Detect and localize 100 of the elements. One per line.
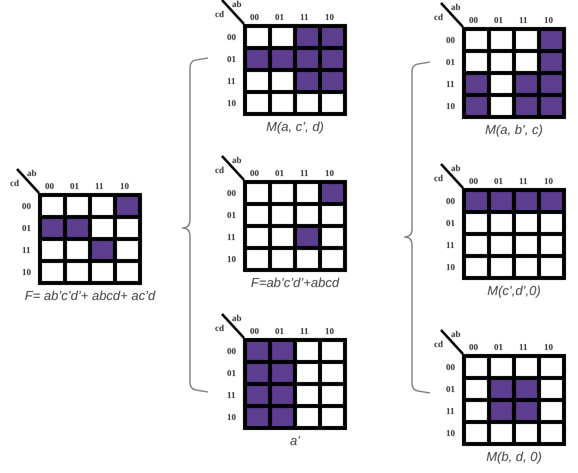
- map-cell: [117, 219, 138, 237]
- map-cell: [92, 263, 113, 281]
- map-cell: [466, 214, 487, 232]
- map-cell: [322, 228, 343, 246]
- map-cell: [42, 197, 63, 215]
- map-cell: [491, 75, 512, 93]
- map-cell: [516, 424, 537, 442]
- filled-map-cell: [247, 386, 268, 404]
- map-cell: [322, 408, 343, 426]
- map-cell: [247, 72, 268, 90]
- filled-map-cell: [491, 402, 512, 420]
- filled-map-cell: [516, 402, 537, 420]
- column-header: 11: [300, 168, 309, 178]
- map-caption: M(b, d, 0): [485, 449, 543, 465]
- map-cell: [491, 97, 512, 115]
- map-caption: F=ab’c’d’+abcd: [250, 275, 340, 291]
- map-cell: [322, 94, 343, 112]
- row-header: 01: [227, 54, 236, 64]
- map-cell: [466, 402, 487, 420]
- row-variable-label: cd: [434, 173, 443, 183]
- column-variable-label: ab: [232, 313, 242, 323]
- filled-map-cell: [516, 192, 537, 210]
- column-header: 00: [469, 176, 478, 186]
- column-header: 10: [325, 168, 334, 178]
- column-header: 01: [275, 12, 284, 22]
- column-header: 01: [70, 181, 79, 191]
- column-header: 00: [250, 168, 259, 178]
- map-cell: [466, 358, 487, 376]
- map-cell: [322, 386, 343, 404]
- map-cell: [272, 184, 293, 202]
- column-header: 01: [275, 168, 284, 178]
- row-variable-label: cd: [434, 12, 443, 22]
- map-cell: [272, 28, 293, 46]
- column-header: 10: [120, 181, 129, 191]
- map-cell: [491, 214, 512, 232]
- row-header: 11: [446, 240, 455, 250]
- map-cell: [541, 214, 562, 232]
- column-header: 00: [45, 181, 54, 191]
- map-cell: [491, 236, 512, 254]
- map-cell: [516, 214, 537, 232]
- column-header: 00: [469, 342, 478, 352]
- column-header: 01: [494, 342, 503, 352]
- column-header: 11: [300, 326, 309, 336]
- filled-map-cell: [272, 342, 293, 360]
- map-cell: [541, 402, 562, 420]
- map-cell: [92, 197, 113, 215]
- map-cell: [297, 342, 318, 360]
- column-header: 10: [544, 342, 553, 352]
- row-header: 00: [227, 188, 236, 198]
- filled-map-cell: [247, 50, 268, 68]
- filled-map-cell: [247, 364, 268, 382]
- filled-map-cell: [541, 192, 562, 210]
- map-cell: [491, 358, 512, 376]
- filled-map-cell: [541, 53, 562, 71]
- row-header: 11: [227, 76, 236, 86]
- map-cell: [516, 358, 537, 376]
- map-cell: [466, 380, 487, 398]
- row-header: 01: [446, 384, 455, 394]
- map-cell: [322, 364, 343, 382]
- column-header: 11: [519, 15, 528, 25]
- filled-map-cell: [466, 192, 487, 210]
- map-cell: [247, 94, 268, 112]
- row-header: 01: [446, 57, 455, 67]
- map-cell: [491, 53, 512, 71]
- filled-map-cell: [117, 197, 138, 215]
- row-variable-label: cd: [215, 165, 224, 175]
- row-header: 00: [446, 362, 455, 372]
- map-caption: M(a, b’, c): [484, 122, 544, 138]
- filled-map-cell: [541, 97, 562, 115]
- row-variable-label: cd: [434, 339, 443, 349]
- column-variable-label: ab: [232, 0, 242, 9]
- column-header: 10: [325, 12, 334, 22]
- map-cell: [67, 241, 88, 259]
- map-cell: [67, 263, 88, 281]
- row-header: 10: [446, 101, 455, 111]
- row-header: 11: [22, 245, 31, 255]
- filled-map-cell: [466, 97, 487, 115]
- column-variable-label: ab: [451, 2, 461, 12]
- filled-map-cell: [42, 219, 63, 237]
- map-cell: [297, 184, 318, 202]
- row-header: 00: [227, 32, 236, 42]
- column-header: 11: [519, 342, 528, 352]
- row-header: 10: [227, 254, 236, 264]
- filled-map-cell: [272, 50, 293, 68]
- row-header: 11: [227, 390, 236, 400]
- row-header: 00: [446, 196, 455, 206]
- filled-map-cell: [247, 408, 268, 426]
- column-header: 11: [519, 176, 528, 186]
- map-cell: [491, 424, 512, 442]
- map-cell: [247, 228, 268, 246]
- map-cell: [466, 31, 487, 49]
- map-cell: [297, 364, 318, 382]
- column-variable-label: ab: [232, 155, 242, 165]
- map-cell: [297, 250, 318, 268]
- filled-map-cell: [541, 75, 562, 93]
- column-header: 10: [544, 176, 553, 186]
- filled-map-cell: [322, 50, 343, 68]
- map-cell: [466, 236, 487, 254]
- map-cell: [322, 250, 343, 268]
- filled-map-cell: [272, 408, 293, 426]
